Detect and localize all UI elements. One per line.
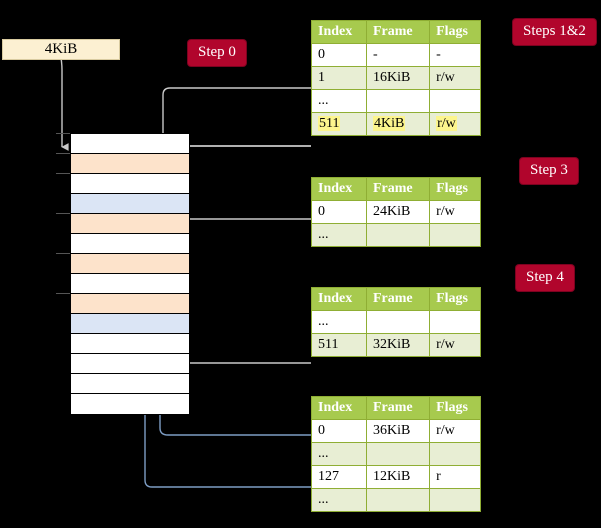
column-header-frame: Frame: [365, 177, 431, 201]
column-header-index: Index: [311, 177, 367, 201]
cell-flags: r: [429, 465, 481, 489]
cell-frame: [365, 310, 431, 334]
cell-flags: r/w: [429, 200, 481, 224]
memory-frame-row: [71, 154, 189, 174]
memory-tick: [56, 173, 70, 174]
cell-index: 127: [311, 465, 367, 489]
cell-index: ...: [311, 442, 367, 466]
cell-flags: [429, 223, 481, 247]
badge-step-3: Step 3: [520, 158, 578, 184]
column-header-frame: Frame: [365, 396, 431, 420]
cell-index: ...: [311, 488, 367, 512]
cell-flags: r/w: [429, 419, 481, 443]
cell-flags: r/w: [429, 112, 481, 136]
memory-frame-row: [71, 334, 189, 354]
table-row: 0--: [311, 43, 481, 67]
column-header-flags: Flags: [429, 287, 481, 311]
cell-index: 511: [311, 333, 367, 357]
cell-index: ...: [311, 310, 367, 334]
table-row: 511 4KiB r/w: [311, 112, 481, 136]
cell-flags: r/w: [429, 333, 481, 357]
cell-flags: [429, 488, 481, 512]
column-header-index: Index: [311, 396, 367, 420]
cell-frame: 12KiB: [365, 465, 431, 489]
cell-flags: -: [429, 43, 481, 67]
badge-step-4: Step 4: [516, 265, 574, 291]
memory-frame-row: [71, 214, 189, 234]
badge-step-0-label: Step 0: [198, 44, 236, 60]
memory-frame-row: [71, 294, 189, 314]
cell-frame: -: [365, 43, 431, 67]
memory-frame-row: [71, 194, 189, 214]
table-row: ...: [311, 488, 481, 512]
memory-frame-row: [71, 394, 189, 414]
table-row: ...: [311, 310, 481, 334]
cell-index: 511: [311, 112, 367, 136]
column-header-index: Index: [311, 287, 367, 311]
cell-index: 0: [311, 419, 367, 443]
memory-tick: [56, 293, 70, 294]
cell-frame: 32KiB: [365, 333, 431, 357]
memory-frame-row: [71, 314, 189, 334]
memory-frame-row: [71, 134, 189, 154]
page-frame-box: 4KiB: [2, 39, 120, 60]
memory-frame-row: [71, 354, 189, 374]
column-header-flags: Flags: [429, 177, 481, 201]
cell-index: 0: [311, 43, 367, 67]
table-row: ...: [311, 223, 481, 247]
table-row: ...: [311, 442, 481, 466]
badge-steps-1-2: Steps 1&2: [513, 19, 596, 45]
column-header-frame: Frame: [365, 20, 431, 44]
column-header-flags: Flags: [429, 396, 481, 420]
table-row: ...: [311, 89, 481, 113]
badge-step-4-label: Step 4: [526, 269, 564, 285]
memory-frame-row: [71, 254, 189, 274]
page-frame-label: 4KiB: [44, 41, 78, 57]
cell-frame: 16KiB: [365, 66, 431, 90]
cell-index: 1: [311, 66, 367, 90]
memory-frame-row: [71, 374, 189, 394]
cell-frame: 4KiB: [365, 112, 431, 136]
cell-index: ...: [311, 223, 367, 247]
cell-flags: [429, 89, 481, 113]
memory-tick: [56, 253, 70, 254]
highlighted-value: 4KiB: [372, 116, 406, 131]
cell-frame: [365, 442, 431, 466]
cell-frame: [365, 89, 431, 113]
cell-flags: [429, 310, 481, 334]
memory-frame-row: [71, 274, 189, 294]
cell-frame: [365, 223, 431, 247]
memory-tick: [56, 153, 70, 154]
memory-frame-row: [71, 234, 189, 254]
badge-step-3-label: Step 3: [530, 162, 568, 178]
column-header-index: Index: [311, 20, 367, 44]
cell-index: ...: [311, 89, 367, 113]
physical-memory-column: [70, 133, 190, 415]
highlighted-value: r/w: [436, 116, 457, 131]
cell-flags: r/w: [429, 66, 481, 90]
memory-frame-row: [71, 174, 189, 194]
memory-tick: [56, 213, 70, 214]
cell-frame: 24KiB: [365, 200, 431, 224]
column-header-flags: Flags: [429, 20, 481, 44]
highlighted-value: 511: [318, 116, 341, 131]
cell-frame: [365, 488, 431, 512]
badge-step-0: Step 0: [188, 40, 246, 66]
cell-frame: 36KiB: [365, 419, 431, 443]
cell-flags: [429, 442, 481, 466]
badge-steps-1-2-label: Steps 1&2: [523, 23, 586, 39]
cell-index: 0: [311, 200, 367, 224]
memory-tick: [56, 133, 70, 134]
column-header-frame: Frame: [365, 287, 431, 311]
